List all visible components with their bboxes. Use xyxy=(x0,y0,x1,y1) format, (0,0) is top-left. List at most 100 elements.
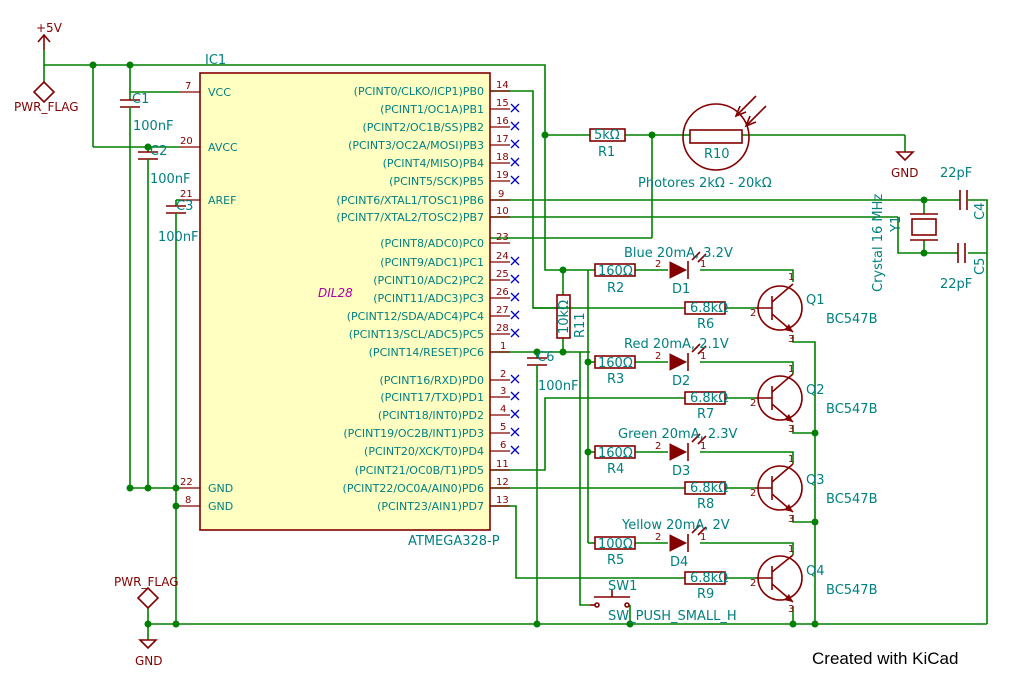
pin-num: 7 xyxy=(185,81,191,92)
resistor-r9: 6.8kΩ R9 xyxy=(684,571,728,602)
pin-num: 5 xyxy=(500,422,506,433)
svg-text:3: 3 xyxy=(788,424,794,435)
r7-value: 6.8kΩ xyxy=(690,391,728,406)
vcc-label: +5V xyxy=(36,21,63,35)
svg-text:1: 1 xyxy=(788,454,794,465)
svg-text:2: 2 xyxy=(750,398,756,409)
c3-value: 100nF xyxy=(158,230,199,245)
d3-value: Green 20mA, 2.3V xyxy=(618,427,738,442)
ic-footprint: DIL28 xyxy=(318,286,353,300)
pin-name: (PCINT19/OC2B/INT1)PD3 xyxy=(343,427,484,440)
r1-value: 5kΩ xyxy=(594,128,620,143)
svg-text:1: 1 xyxy=(788,544,794,555)
d4-ref: D4 xyxy=(670,555,688,570)
pin-name: (PCINT10/ADC2)PC2 xyxy=(373,274,484,287)
switch-sw1: SW1 SW_PUSH_SMALL_H xyxy=(590,579,737,624)
c1-value: 100nF xyxy=(133,119,174,134)
ic-ref: IC1 xyxy=(205,53,226,68)
r9-value: 6.8kΩ xyxy=(690,571,728,586)
c6-value: 100nF xyxy=(538,379,579,394)
pin-name: (PCINT3/OC2A/MOSI)PB3 xyxy=(348,139,484,152)
q1-value: BC547B xyxy=(826,312,878,327)
c4-value: 22pF xyxy=(940,166,972,181)
pin-name: (PCINT18/INT0)PD2 xyxy=(378,409,484,422)
r6-value: 6.8kΩ xyxy=(690,301,728,316)
svg-text:1: 1 xyxy=(700,259,706,270)
resistor-r2: 160Ω R2 xyxy=(594,263,636,296)
capacitor-c5: 22pF C5 xyxy=(940,243,988,292)
pin-name: GND xyxy=(208,500,233,513)
pwr-flag-top: PWR_FLAG xyxy=(14,80,79,114)
c5-value: 22pF xyxy=(940,277,972,292)
q2-value: BC547B xyxy=(826,402,878,417)
pin-name: (PCINT6/XTAL1/TOSC1)PB6 xyxy=(336,194,484,207)
pin-num: 3 xyxy=(500,386,506,397)
pin-num: 18 xyxy=(496,152,509,163)
c2-ref: C2 xyxy=(150,144,167,159)
svg-text:3: 3 xyxy=(788,334,794,345)
c1-ref: C1 xyxy=(132,92,149,107)
transistor-q3: 2 1 3 Q3 BC547B xyxy=(750,454,878,525)
junctions xyxy=(89,61,928,628)
pin-name: GND xyxy=(208,482,233,495)
led-d3: 2 1 Green 20mA, 2.3V D3 xyxy=(618,427,738,479)
pin-name: (PCINT11/ADC3)PC3 xyxy=(373,292,484,305)
pin-name: (PCINT17/TXD)PD1 xyxy=(380,391,484,404)
resistor-r1: 5kΩ R1 xyxy=(589,128,626,160)
pin-name: (PCINT8/ADC0)PC0 xyxy=(380,237,484,250)
svg-text:1: 1 xyxy=(700,351,706,362)
resistor-r7: 6.8kΩ R7 xyxy=(684,391,728,422)
r3-value: 160Ω xyxy=(598,356,633,371)
capacitor-c3: C3 100nF xyxy=(158,199,199,245)
r5-ref: R5 xyxy=(607,553,624,568)
pin-name: (PCINT23/AIN1)PD7 xyxy=(377,500,484,513)
pin-name: (PCINT20/XCK/T0)PD4 xyxy=(364,445,484,458)
pin-name: (PCINT7/XTAL2/TOSC2)PB7 xyxy=(336,211,484,224)
c4-ref: C4 xyxy=(973,203,988,220)
r8-value: 6.8kΩ xyxy=(690,481,728,496)
c5-ref: C5 xyxy=(973,258,988,275)
resistor-r3: 160Ω R3 xyxy=(594,355,636,387)
pin-name: (PCINT21/OC0B/T1)PD5 xyxy=(355,464,484,477)
resistor-r4: 160Ω R4 xyxy=(594,445,636,477)
pin-num: 6 xyxy=(500,440,506,451)
pin-num: 9 xyxy=(498,189,504,200)
d1-value: Blue 20mA, 3.2V xyxy=(624,246,733,261)
pin-num: 13 xyxy=(496,495,509,506)
r11-ref: R11 xyxy=(573,312,588,338)
pwr-flag-label: PWR_FLAG xyxy=(114,575,179,589)
r8-ref: R8 xyxy=(697,497,714,512)
gnd-label: GND xyxy=(891,166,919,180)
pin-num: 12 xyxy=(496,477,509,488)
pin-name: (PCINT16/RXD)PD0 xyxy=(379,374,484,387)
pin-num: 22 xyxy=(180,477,193,488)
pin-name: (PCINT1/OC1A)PB1 xyxy=(380,103,484,116)
pin-num: 27 xyxy=(496,305,509,316)
pin-num: 28 xyxy=(496,323,509,334)
pin-name: (PCINT22/OC0A/AIN0)PD6 xyxy=(343,482,484,495)
d1-ref: D1 xyxy=(672,282,690,297)
r4-value: 160Ω xyxy=(598,446,633,461)
q2-ref: Q2 xyxy=(806,383,825,398)
pin-num: 25 xyxy=(496,269,509,280)
q3-value: BC547B xyxy=(826,492,878,507)
svg-text:2: 2 xyxy=(655,351,661,362)
svg-text:3: 3 xyxy=(788,604,794,615)
resistor-r8: 6.8kΩ R8 xyxy=(684,481,728,512)
svg-text:2: 2 xyxy=(750,488,756,499)
r5-value: 100Ω xyxy=(598,537,633,552)
pin-num: 24 xyxy=(496,251,509,262)
kicad-credit: Created with KiCad xyxy=(812,649,958,668)
transistor-q1: 2 1 3 Q1 BC547B xyxy=(750,272,878,345)
vcc-symbol: +5V xyxy=(36,21,63,50)
svg-text:1: 1 xyxy=(700,441,706,452)
r3-ref: R3 xyxy=(607,372,624,387)
svg-text:2: 2 xyxy=(655,532,661,543)
transistor-q2: 2 1 3 Q2 BC547B xyxy=(750,364,878,435)
pin-num: 26 xyxy=(496,287,509,298)
pwr-flag-bottom: PWR_FLAG xyxy=(114,575,179,610)
resistor-r5: 100Ω R5 xyxy=(594,536,636,568)
capacitor-c2: C2 100nF xyxy=(138,144,191,187)
r1-ref: R1 xyxy=(598,145,615,160)
gnd-label: GND xyxy=(135,654,163,668)
